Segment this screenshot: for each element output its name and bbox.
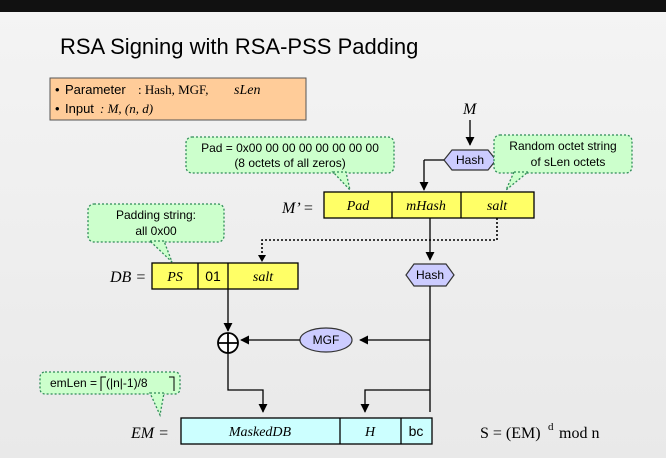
parameter-bullet: •	[55, 82, 60, 97]
em-row: MaskedDB H bc	[180, 417, 433, 445]
pad-callout-pointer	[331, 171, 352, 193]
salt-dotted-arrowhead	[258, 255, 266, 262]
mgf-node: MGF	[299, 327, 353, 353]
db-01-cell: 01	[205, 268, 221, 284]
em-h-cell: H	[364, 425, 376, 440]
random-callout-line1: Random octet string	[509, 139, 616, 153]
page-title: RSA Signing with RSA-PSS Padding	[60, 34, 418, 59]
pad-callout-line2: (8 octets of all zeros)	[234, 156, 345, 170]
em-maskeddb-cell: MaskedDB	[228, 425, 292, 440]
db-ps-cell: PS	[166, 270, 183, 285]
pad-callout: Pad = 0x00 00 00 00 00 00 00 00 (8 octet…	[185, 136, 395, 193]
db-label: DB =	[109, 269, 146, 286]
hash-mid-label: Hash	[416, 268, 444, 282]
emlen-callout: emLen = (|n|-1)/8	[39, 371, 181, 418]
db-row-box	[151, 262, 299, 290]
ceil-left-bracket	[100, 376, 106, 391]
padding-callout-line2: all 0x00	[135, 224, 177, 238]
parameter-slen: sLen	[234, 83, 260, 98]
salt-dotted-path	[261, 218, 498, 256]
m-prime-label: M’ =	[281, 200, 314, 217]
mgf-label: MGF	[313, 333, 340, 347]
m-prime-salt-cell: salt	[487, 199, 508, 214]
xor-operator	[217, 332, 239, 354]
hash-node-mid-shape	[405, 263, 455, 287]
input-label: Input	[65, 101, 94, 116]
em-label: EM =	[130, 425, 169, 442]
db-salt-cell: salt	[253, 270, 274, 285]
em-row-box	[180, 417, 433, 445]
padding-callout-pointer	[148, 240, 173, 263]
ceil-right-bracket	[169, 376, 175, 391]
top-bar	[0, 0, 666, 12]
m-prime-row-box	[323, 191, 535, 219]
hash-node-mid: Hash	[405, 263, 455, 287]
padding-callout-line1: Padding string:	[116, 208, 196, 222]
emlen-text: emLen =	[50, 376, 97, 390]
pad-callout-box	[185, 136, 395, 174]
em-bc-cell: bc	[409, 423, 424, 439]
db-row: PS 01 salt	[151, 262, 299, 290]
signature-right: mod n	[559, 425, 599, 442]
emlen-callout-pointer	[148, 392, 165, 418]
random-callout-box	[493, 134, 633, 174]
hash-node-top: Hash	[443, 149, 497, 171]
input-bullet: •	[55, 101, 60, 116]
pad-callout-line1: Pad = 0x00 00 00 00 00 00 00 00	[201, 141, 379, 155]
random-callout-pointer	[505, 171, 530, 191]
m-prime-pad-cell: Pad	[346, 199, 371, 214]
padding-callout: Padding string: all 0x00	[87, 203, 225, 263]
hash-top-label: Hash	[456, 153, 484, 167]
input-value: : M, (n, d)	[100, 101, 153, 116]
hash-to-h-arrow	[360, 389, 430, 413]
xor-to-maskeddb-arrow	[227, 353, 268, 413]
m-prime-mhash-cell: mHash	[406, 199, 446, 214]
signature-exponent: d	[548, 421, 554, 433]
emlen-expression: (|n|-1)/8	[106, 376, 148, 390]
parameter-box: • Parameter : Hash, MGF, sLen • Input : …	[49, 77, 307, 121]
parameter-box-bg	[49, 77, 307, 121]
emlen-callout-box	[39, 371, 181, 395]
random-callout-line2: of sLen octets	[531, 155, 606, 169]
signature-left: S = (EM)	[480, 425, 541, 442]
padding-callout-box	[87, 203, 225, 243]
m-prime-row: Pad mHash salt	[323, 191, 535, 219]
parameter-label: Parameter	[65, 82, 126, 97]
random-callout: Random octet string of sLen octets	[493, 134, 633, 191]
parameter-value: : Hash, MGF,	[138, 82, 208, 97]
message-label: M	[462, 101, 478, 118]
signature-formula: S = (EM) d mod n	[480, 421, 599, 442]
